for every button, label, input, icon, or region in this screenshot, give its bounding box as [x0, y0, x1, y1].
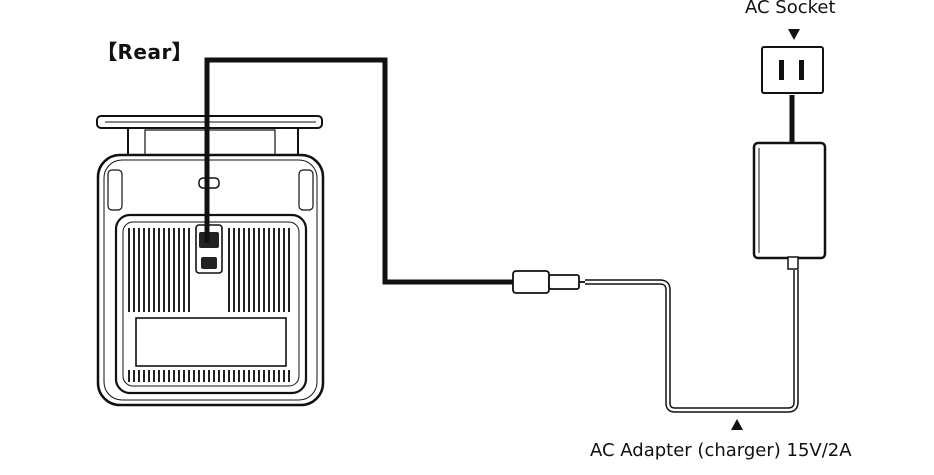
ac-socket-label: AC Socket — [745, 0, 836, 18]
power-station-rear — [96, 115, 325, 407]
rear-bottom-fins — [128, 370, 290, 382]
ac-socket — [761, 46, 824, 94]
ac-adapter-brick — [752, 141, 827, 270]
socket-pointer-icon — [788, 29, 800, 40]
adapter-pointer-icon — [731, 419, 743, 430]
adapter-cable — [585, 270, 799, 413]
inline-connector — [512, 270, 585, 294]
dc-cable — [204, 57, 515, 285]
rear-vents — [128, 228, 290, 312]
ac-adapter-label: AC Adapter (charger) 15V/2A — [590, 440, 852, 461]
rear-view-label: 【Rear】 — [97, 40, 193, 64]
